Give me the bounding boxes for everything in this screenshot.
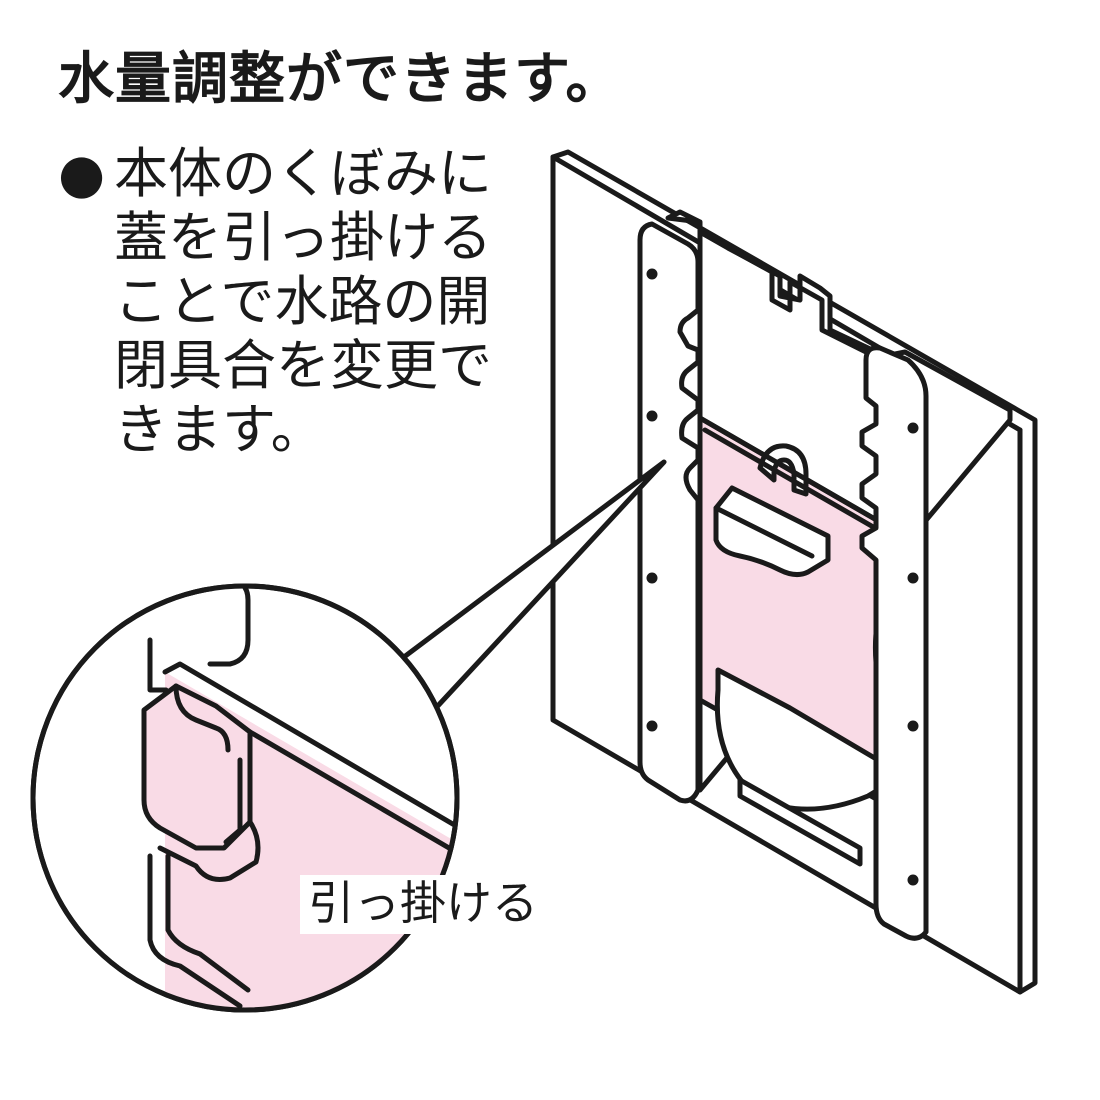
description-line-5: きます。 <box>114 398 325 461</box>
right-rail <box>859 345 929 941</box>
zoom-detail-circle <box>30 583 460 1013</box>
description-line-3: ことで水路の開 <box>114 270 491 333</box>
callout-label: 引っ掛ける <box>300 875 548 934</box>
description-line-2: 蓋を引っ掛ける <box>114 206 492 269</box>
page-title: 水量調整ができます。 <box>58 47 623 112</box>
description-line-1: ●本体のくぼみに <box>58 142 492 205</box>
description-line-4: 閉具合を変更で <box>114 334 492 397</box>
left-rail <box>637 221 701 804</box>
drain-disc <box>714 667 881 867</box>
description-block: ●本体のくぼみに 蓋を引っ掛ける ことで水路の開 閉具合を変更で きます。 <box>58 142 492 462</box>
bullet-icon: ● <box>58 142 106 205</box>
